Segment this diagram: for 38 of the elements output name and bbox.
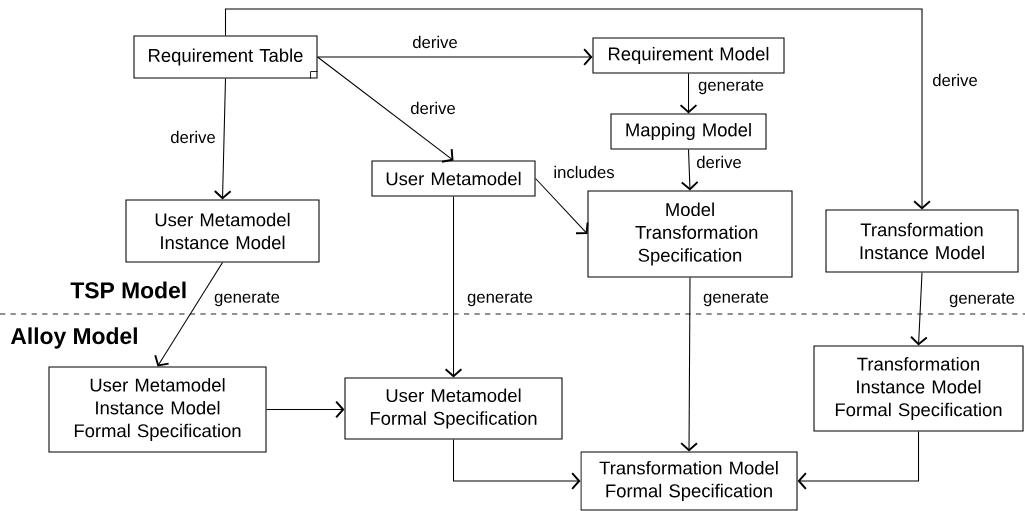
process-box: User Metamodel Instance Model Formal Specification (48, 366, 267, 453)
arrow (910, 272, 928, 346)
arrow (224, 8, 931, 210)
edge-label: derive (694, 154, 744, 170)
edge-label: generate (465, 290, 535, 308)
process-box: Transformation Instance Model Formal Specification (813, 345, 1024, 432)
process-box: User Metamodel (371, 160, 536, 197)
arrow (453, 439, 581, 490)
arrow (213, 78, 232, 200)
section-label: Alloy Model (10, 327, 137, 349)
arrow (154, 262, 224, 367)
arrow (317, 56, 454, 163)
process-box: Requirement Model (592, 37, 785, 74)
edge-label: generate (947, 291, 1017, 309)
edge-label: generate (212, 290, 282, 308)
note-box: Requirement Table (133, 35, 318, 79)
process-box: Mapping Model (610, 113, 767, 150)
edge-label: derive (168, 129, 218, 145)
edge-label: derive (408, 100, 458, 116)
process-box: Transformation Model Formal Specification (580, 451, 798, 511)
edge-label: generate (696, 78, 766, 96)
arrow (797, 431, 920, 490)
arrow (444, 196, 463, 378)
arrow (317, 48, 593, 66)
arrow (680, 277, 698, 452)
process-box: User Metamodel Formal Specification (344, 377, 563, 440)
edge-label: derive (930, 72, 980, 88)
arrow (266, 400, 345, 419)
section-label: TSP Model (70, 281, 186, 299)
edge-label: includes (551, 164, 617, 180)
arrow (535, 177, 589, 235)
edge-label: generate (701, 290, 771, 308)
process-box: Transformation Instance Model (825, 209, 1019, 273)
process-box: User Metamodel Instance Model (125, 199, 320, 263)
arrow (680, 149, 699, 191)
process-box: Model Transformation Specification (587, 190, 793, 278)
edge-label: derive (410, 34, 460, 50)
arrow (679, 73, 698, 114)
